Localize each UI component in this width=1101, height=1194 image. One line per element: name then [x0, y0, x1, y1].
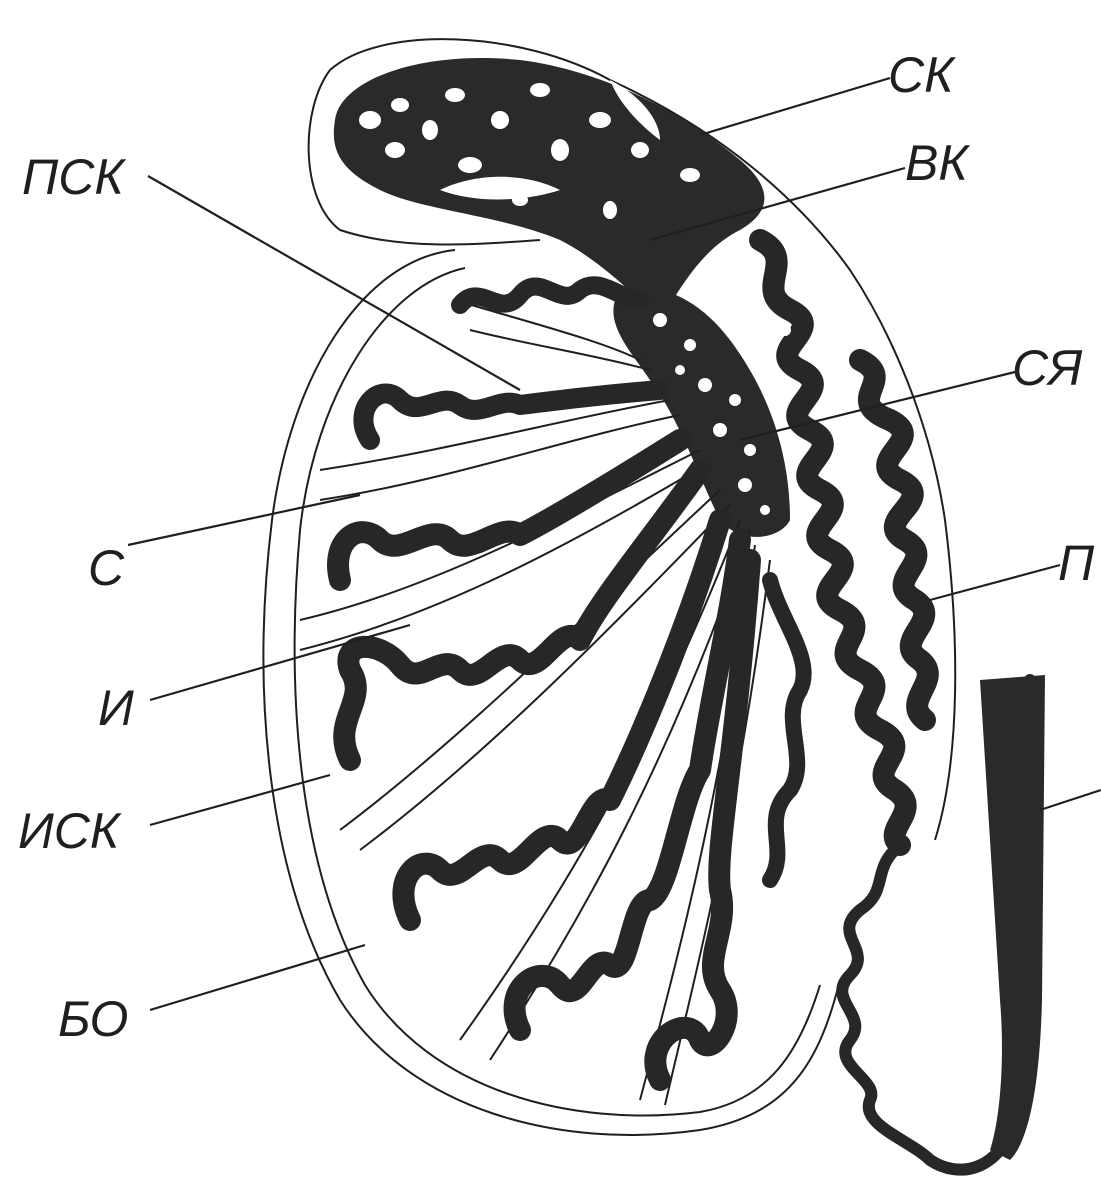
- epididymis-body-duct: [760, 240, 928, 845]
- leader-s: [128, 495, 360, 545]
- label-psk: ПСК: [22, 149, 126, 205]
- leader-vas: [1040, 790, 1101, 810]
- label-sk: СК: [888, 47, 956, 103]
- leader-bo: [150, 945, 365, 1010]
- label-vk: ВК: [905, 135, 970, 191]
- label-s: С: [88, 540, 125, 596]
- rete-testis: [613, 287, 790, 536]
- vas-deferens-thick: [980, 675, 1045, 1160]
- leader-sk: [700, 78, 890, 135]
- leader-isk: [150, 775, 330, 825]
- label-sya: СЯ: [1012, 340, 1083, 396]
- label-isk: ИСК: [18, 803, 122, 859]
- label-p: П: [1058, 535, 1095, 591]
- label-i: И: [98, 680, 134, 736]
- leader-i: [150, 625, 410, 700]
- label-bo: БО: [58, 991, 128, 1047]
